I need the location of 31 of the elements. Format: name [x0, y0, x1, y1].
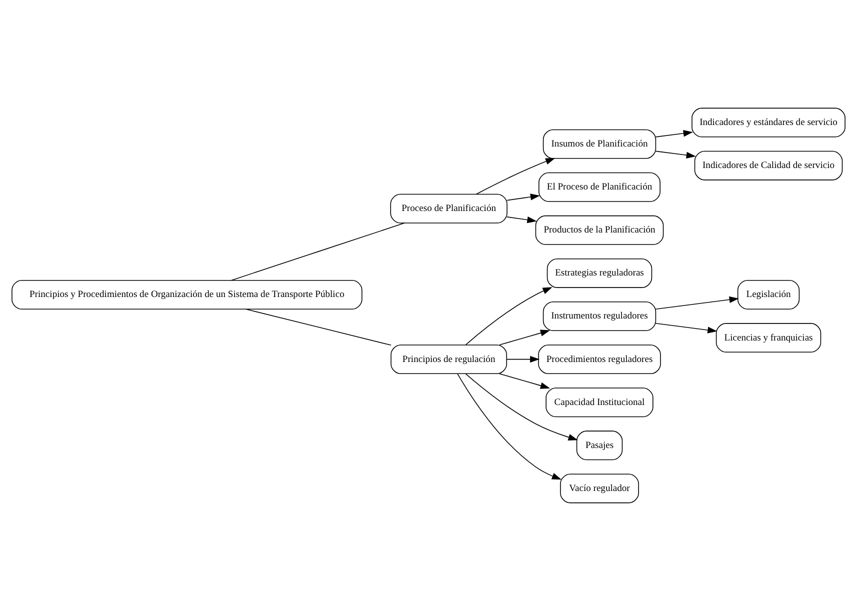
- node-box: Licencias y franquicias: [716, 323, 822, 353]
- connector: [230, 222, 405, 281]
- node-box: Productos de la Planificación: [535, 215, 664, 245]
- node-box: Procedimientos reguladores: [538, 344, 661, 374]
- node-box: Pasajes: [576, 430, 623, 460]
- node-box: Instrumentos reguladores: [542, 302, 656, 331]
- arrow: [655, 150, 696, 158]
- node-box: Principios de regulación: [390, 344, 508, 374]
- arrow: [506, 194, 540, 201]
- arrow: [465, 287, 552, 346]
- arrow: [457, 373, 562, 480]
- node-box: El Proceso de Planificación: [538, 172, 660, 202]
- arrow: [655, 323, 718, 334]
- arrow: [476, 158, 556, 195]
- node-box: Capacidad Institucional: [546, 388, 654, 418]
- node-box: Legislación: [737, 280, 800, 310]
- node-box: Indicadores de Calidad de servicio: [694, 150, 843, 180]
- arrow: [499, 330, 550, 346]
- arrow: [465, 373, 578, 440]
- node-box: Indicadores y estándares de servicio: [692, 108, 846, 138]
- arrow: [506, 356, 540, 363]
- connector: [245, 308, 392, 346]
- arrow: [655, 130, 693, 138]
- node-box: Proceso de Planificación: [390, 194, 508, 224]
- arrow: [506, 216, 537, 224]
- arrow: [655, 296, 739, 310]
- node-box: Insumos de Planificación: [542, 129, 656, 159]
- node-box: Vacío regulador: [560, 474, 639, 504]
- node-box: Principios y Procedimientos de Organización de un Sistema de Transporte Público: [12, 280, 362, 310]
- node-box: Estrategias reguladoras: [546, 258, 652, 288]
- arrow: [499, 373, 550, 389]
